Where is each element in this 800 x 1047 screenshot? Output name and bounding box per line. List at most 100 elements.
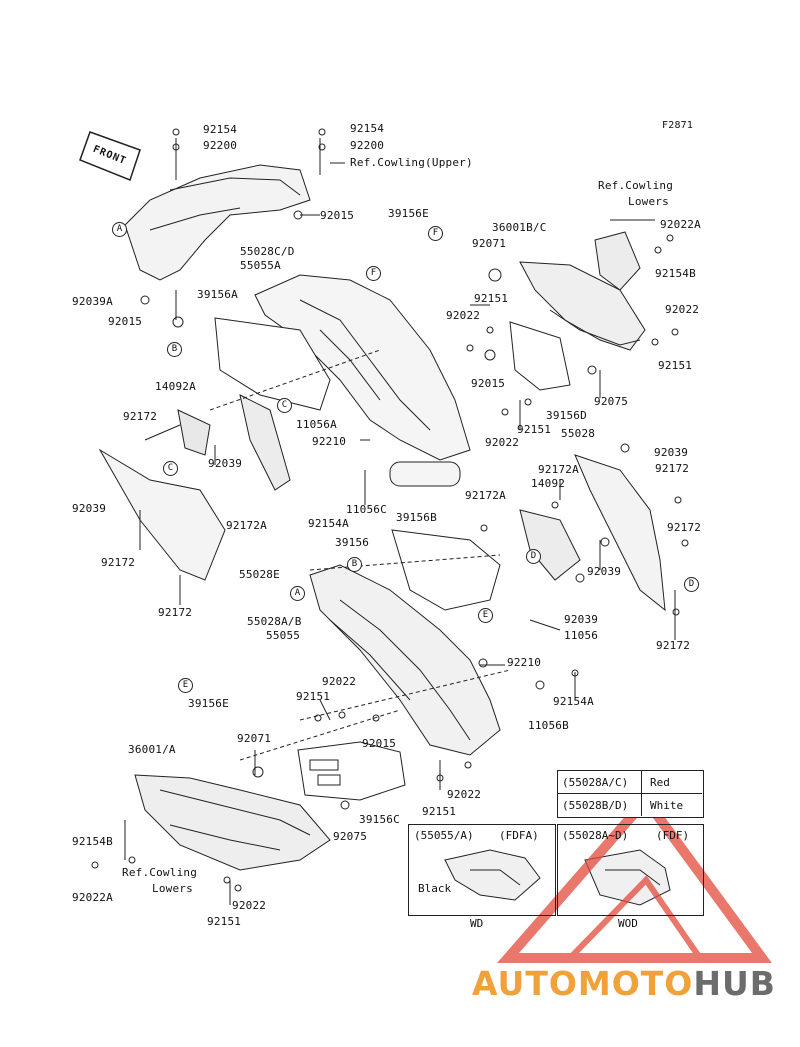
part-label: 92015 (320, 209, 355, 222)
part-label: 92022 (446, 309, 481, 322)
part-label: 55055 (266, 629, 301, 642)
part-label: 39156A (197, 288, 238, 301)
inset-variant: (FDFA) (499, 829, 539, 842)
part-label: 92172 (656, 639, 691, 652)
color-table-part: (55028A/C) (562, 776, 629, 789)
callout-e: E (478, 608, 493, 623)
part-label: 92154 (203, 123, 238, 136)
cowl-36001bc (519, 261, 646, 351)
inset-color-note: Black (418, 882, 452, 895)
part-label: 92172 (101, 556, 136, 569)
part-label: 92071 (237, 732, 272, 745)
sheet-39156d (509, 321, 571, 391)
watermark-text: AUTOMOTO (472, 964, 694, 1003)
part-label: 92151 (474, 292, 509, 305)
part-label: 92039A (72, 295, 113, 308)
inset-variant: (FDF) (656, 829, 690, 842)
inset-footer: WOD (618, 917, 638, 930)
part-label: 92022A (72, 891, 113, 904)
watermark-text: HUB (693, 964, 776, 1003)
ref-label: Ref.Cowling(Upper) (350, 156, 473, 169)
part-label: 92172A (538, 463, 579, 476)
part-label: 92151 (296, 690, 331, 703)
part-label: 55028C/D (240, 245, 295, 258)
part-label: 39156B (396, 511, 437, 524)
part-label: 39156C (359, 813, 400, 826)
color-table (557, 770, 704, 818)
cowl-36001a (134, 774, 331, 871)
part-label: 92022 (447, 788, 482, 801)
part-label: 92210 (312, 435, 347, 448)
part-label: 11056 (564, 629, 599, 642)
figure-code: F2871 (662, 120, 694, 131)
part-label: 92200 (203, 139, 238, 152)
part-label: 92151 (422, 805, 457, 818)
callout-d: D (684, 577, 699, 592)
part-label: 92154B (655, 267, 696, 280)
callout-a: A (112, 222, 127, 237)
callout-b: B (167, 342, 182, 357)
part-label: 92172 (667, 521, 702, 534)
color-table-divider (641, 770, 642, 816)
part-label: 11056C (346, 503, 387, 516)
part-label: 39156E (188, 697, 229, 710)
color-table-color: White (650, 799, 684, 812)
part-label: 11056A (296, 418, 337, 431)
part-label: 92154 (350, 122, 385, 135)
color-table-part: (55028B/D) (562, 799, 629, 812)
part-label: 36001B/C (492, 221, 547, 234)
upper-cowl-part (124, 164, 311, 281)
callout-e: E (178, 678, 193, 693)
part-label: 92154A (308, 517, 349, 530)
inset-part: (55028A~D) (562, 829, 629, 842)
ref-label: Ref.Cowling (598, 179, 674, 192)
color-table-color: Red (650, 776, 670, 789)
callout-b: B (347, 557, 362, 572)
ref-label: Lowers (152, 882, 193, 895)
part-label: 39156E (388, 207, 429, 220)
part-label: 55028E (239, 568, 280, 581)
sheet-39156b (389, 461, 461, 487)
part-label: 11056B (528, 719, 569, 732)
part-label: 92172 (158, 606, 193, 619)
callout-d: D (526, 549, 541, 564)
part-label: 92154A (553, 695, 594, 708)
part-label: 92172 (655, 462, 690, 475)
sheet-39156c (297, 741, 406, 801)
inset-wod (557, 824, 704, 916)
part-label: 92039 (587, 565, 622, 578)
inset-footer: WD (470, 917, 484, 930)
part-label: 92151 (517, 423, 552, 436)
part-label: 92039 (72, 502, 107, 515)
part-label: 55028 (561, 427, 596, 440)
part-label: 14092A (155, 380, 196, 393)
inset-wd (408, 824, 556, 916)
part-label: 92039 (208, 457, 243, 470)
part-label: 92015 (471, 377, 506, 390)
part-label: 92022 (232, 899, 267, 912)
part-label: 92200 (350, 139, 385, 152)
part-label: 92022 (665, 303, 700, 316)
panel-55028e (98, 448, 226, 581)
part-label: 92151 (207, 915, 242, 928)
part-label: 92022 (322, 675, 357, 688)
part-label: 92172A (465, 489, 506, 502)
callout-f: F (428, 226, 443, 241)
part-label: 92075 (594, 395, 629, 408)
part-label: 92154B (72, 835, 113, 848)
callout-c: C (163, 461, 178, 476)
part-label: 92210 (507, 656, 542, 669)
part-label: 92039 (564, 613, 599, 626)
sheet-39156 (391, 529, 501, 611)
callout-a: A (290, 586, 305, 601)
part-label: 36001/A (128, 743, 176, 756)
part-label: 55028A/B (247, 615, 302, 628)
bracket-14092a (177, 409, 211, 456)
inset-part: (55055/A) (414, 829, 474, 842)
panel-55028 (574, 454, 666, 612)
color-table-divider (557, 793, 702, 794)
part-label: 92015 (362, 737, 397, 750)
watermark-triangle (496, 792, 772, 963)
